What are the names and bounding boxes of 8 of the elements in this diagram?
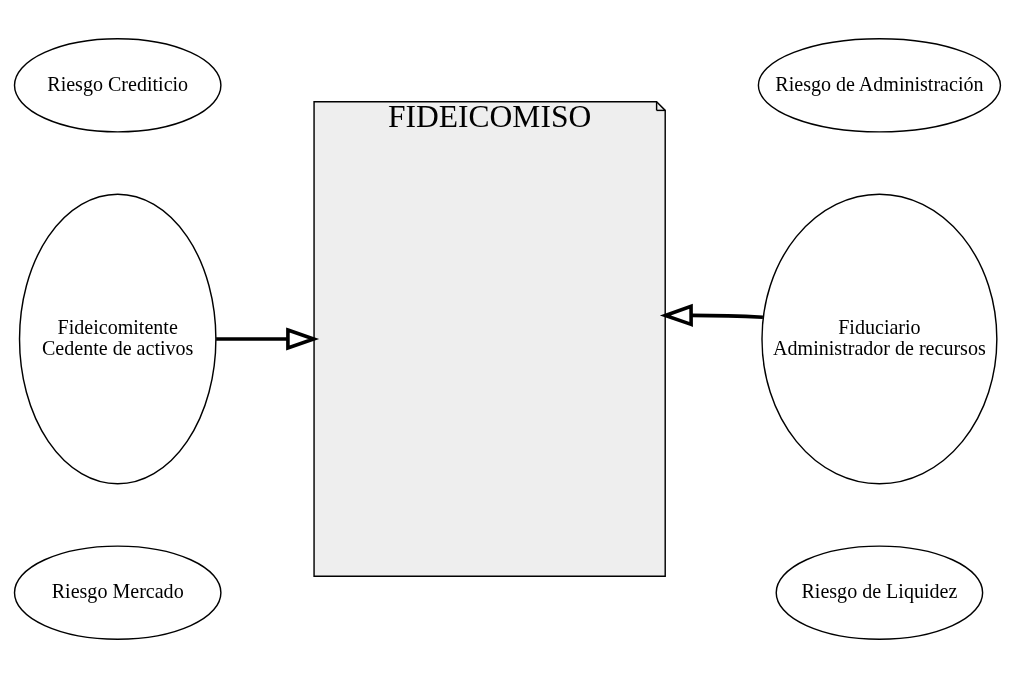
- node-ellipse: Riesgo Crediticio: [13, 37, 222, 133]
- node-ellipse: Riesgo de Administración: [757, 37, 1002, 133]
- node-ellipse: Fideicomitente Cedente de activos: [18, 193, 217, 484]
- node-ellipse: Fiduciario Administrador de recursos: [761, 193, 998, 484]
- node-ellipse: Riesgo Mercado: [13, 544, 222, 640]
- arrow: [216, 326, 320, 351]
- node-ellipse: Riesgo de Liquidez: [775, 544, 984, 640]
- arrow: [659, 303, 763, 327]
